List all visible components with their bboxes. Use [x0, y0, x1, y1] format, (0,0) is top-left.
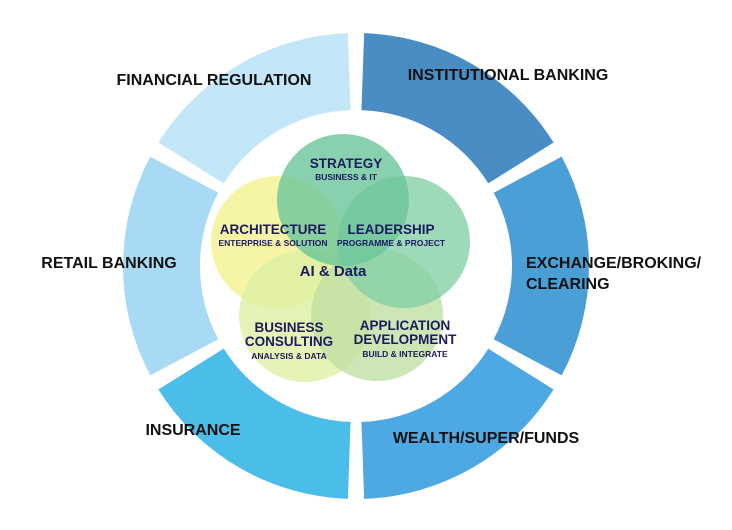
circle-subtitle-strategy: BUSINESS & IT [315, 172, 378, 182]
segment-label-wealth-super-funds: WEALTH/SUPER/FUNDS [393, 430, 580, 447]
circle-subtitle-business-consulting: ANALYSIS & DATA [251, 351, 326, 361]
segment-label-exchange-broking-clearing: EXCHANGE/BROKING/CLEARING [526, 255, 702, 293]
segment-label-insurance: INSURANCE [145, 422, 240, 439]
segment-label-institutional-banking: INSTITUTIONAL BANKING [408, 67, 609, 84]
segment-label-retail-banking: RETAIL BANKING [41, 255, 176, 272]
circle-title-strategy: STRATEGY [310, 156, 383, 171]
industry-ring [122, 33, 589, 499]
capability-venn [211, 134, 470, 382]
circle-title-architecture: ARCHITECTURE [220, 222, 327, 237]
circle-subtitle-architecture: ENTERPRISE & SOLUTION [218, 238, 327, 248]
segment-institutional-banking [361, 33, 554, 184]
segment-wealth-super-funds [361, 348, 554, 499]
labels-layer: INSTITUTIONAL BANKING EXCHANGE/BROKING/CL… [41, 67, 701, 447]
circle-title-leadership: LEADERSHIP [347, 222, 434, 237]
circle-subtitle-application-development: BUILD & INTEGRATE [362, 349, 448, 359]
segment-insurance [158, 348, 351, 499]
circle-subtitle-leadership: PROGRAMME & PROJECT [337, 238, 446, 248]
circle-strategy [277, 134, 409, 266]
segment-financial-regulation [158, 33, 351, 184]
center-label: AI & Data [300, 263, 367, 280]
segment-exchange-broking-clearing [493, 156, 589, 376]
segment-label-financial-regulation: FINANCIAL REGULATION [117, 72, 312, 89]
segment-retail-banking [122, 156, 219, 376]
